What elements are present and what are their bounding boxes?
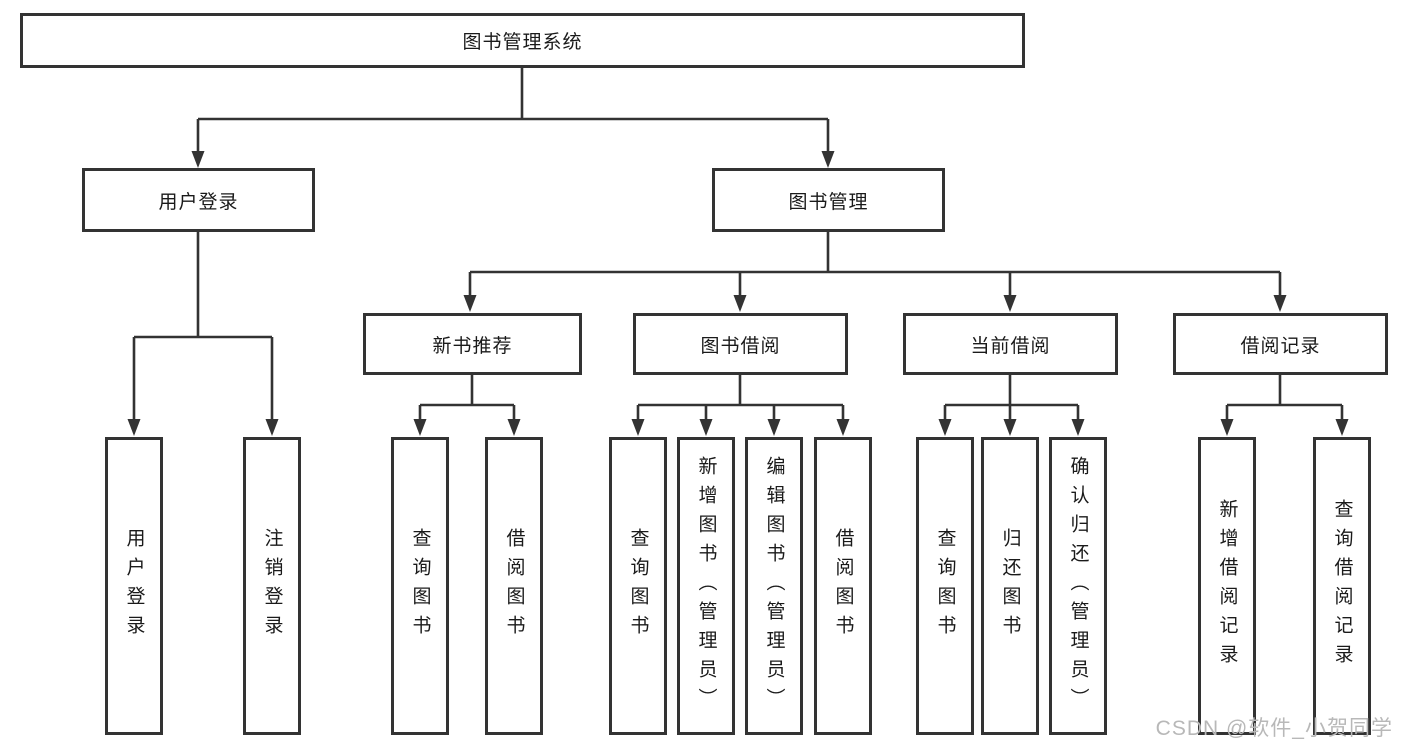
leaf-query-books-recommend: 查询图书 <box>391 437 449 735</box>
leaf-query-borrow-record: 查询借阅记录 <box>1313 437 1371 735</box>
leaf-query-books-current: 查询图书 <box>916 437 974 735</box>
node-root-system: 图书管理系统 <box>20 13 1025 68</box>
leaf-borrow-books-recommend: 借阅图书 <box>485 437 543 735</box>
leaf-confirm-return-admin: 确认归还（管理员） <box>1049 437 1107 735</box>
leaf-query-books-borrow: 查询图书 <box>609 437 667 735</box>
leaf-borrow-books: 借阅图书 <box>814 437 872 735</box>
node-book-borrowing: 图书借阅 <box>633 313 848 375</box>
node-user-login-branch: 用户登录 <box>82 168 315 232</box>
leaf-logout: 注销登录 <box>243 437 301 735</box>
node-current-borrowing: 当前借阅 <box>903 313 1118 375</box>
leaf-edit-book-admin: 编辑图书（管理员） <box>745 437 803 735</box>
csdn-watermark: CSDN @软件_小贺同学 <box>1155 717 1393 740</box>
leaf-return-books: 归还图书 <box>981 437 1039 735</box>
leaf-add-book-admin: 新增图书（管理员） <box>677 437 735 735</box>
node-borrowing-records: 借阅记录 <box>1173 313 1388 375</box>
node-book-management-branch: 图书管理 <box>712 168 945 232</box>
node-new-book-recommend: 新书推荐 <box>363 313 582 375</box>
leaf-user-login: 用户登录 <box>105 437 163 735</box>
arrowhead-icons <box>127 151 1349 436</box>
leaf-add-borrow-record: 新增借阅记录 <box>1198 437 1256 735</box>
